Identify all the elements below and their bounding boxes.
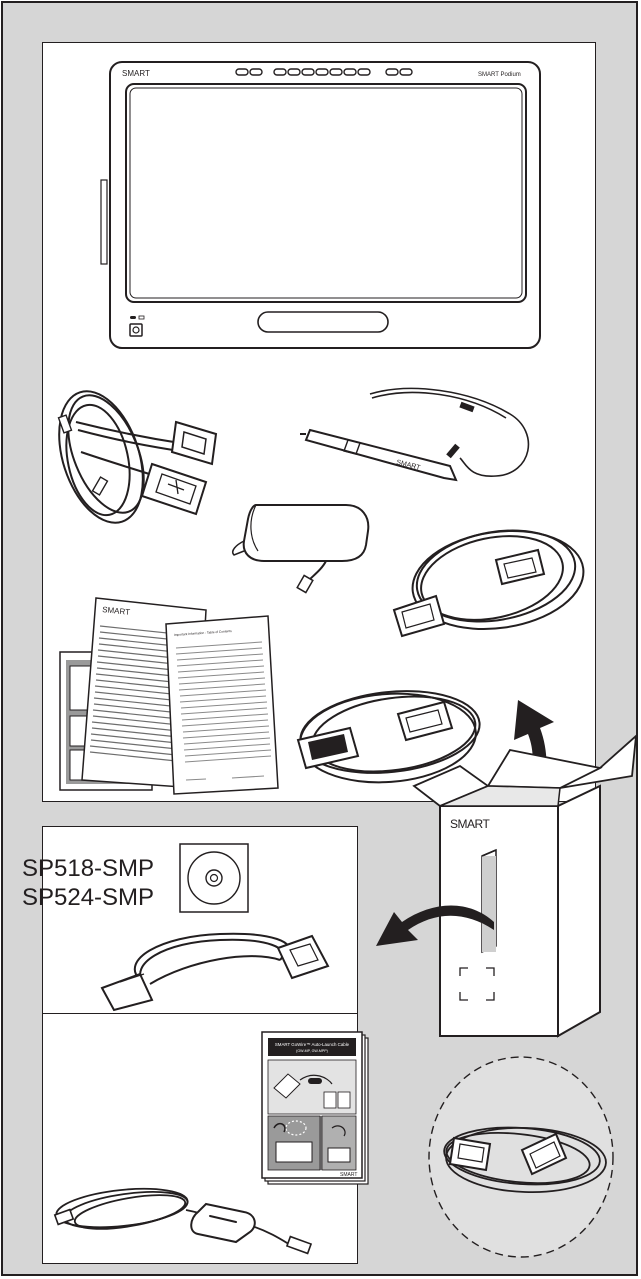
display-brand-label: SMART [122, 69, 150, 78]
video-cable-dvi [386, 516, 586, 646]
usb-cable [56, 382, 226, 532]
autolaunch-control-box [191, 1204, 255, 1242]
interactive-pen-display: SMART SMART Podium [108, 60, 544, 350]
guide-title: SMART GoWire™ Auto-Launch Cable [275, 1042, 350, 1047]
panel-divider [43, 1013, 357, 1014]
guide-brand-label: SMART [340, 1172, 357, 1178]
display-model-label: SMART Podium [478, 72, 521, 78]
dvi-connector [496, 550, 544, 584]
table-of-contents-sheet: Important Information - Table of Content… [166, 616, 278, 794]
guide-subtitle: (GW-MP, GW-MPP) [296, 1049, 328, 1053]
printed-documents: SMART Important Information - Table of C… [56, 598, 280, 794]
model-numbers: SP518-SMP SP524-SMP [22, 854, 222, 912]
dvi-connector [394, 596, 444, 636]
unpack-arrow-left [374, 900, 494, 980]
power-adapter [226, 495, 386, 595]
usb-a-connector [142, 464, 206, 514]
autolaunch-guide-booklet: SMART GoWire™ Auto-Launch Cable (GW-MP, … [262, 1032, 370, 1186]
optional-accessory-circle [426, 1054, 616, 1260]
usb-b-connector [172, 422, 216, 464]
model-number: SP524-SMP [22, 883, 222, 912]
box-brand-label: SMART [450, 817, 490, 831]
tethered-pen: SMART [300, 384, 540, 494]
dvi-connector [398, 702, 452, 740]
usb-a-plug [287, 1237, 311, 1254]
autolaunch-cable [56, 1174, 326, 1256]
shipping-box: SMART [410, 736, 636, 1036]
model-number: SP518-SMP [22, 854, 222, 883]
power-cord [100, 920, 340, 1010]
vga-connector [298, 728, 358, 768]
power-cord-plug [102, 974, 152, 1010]
